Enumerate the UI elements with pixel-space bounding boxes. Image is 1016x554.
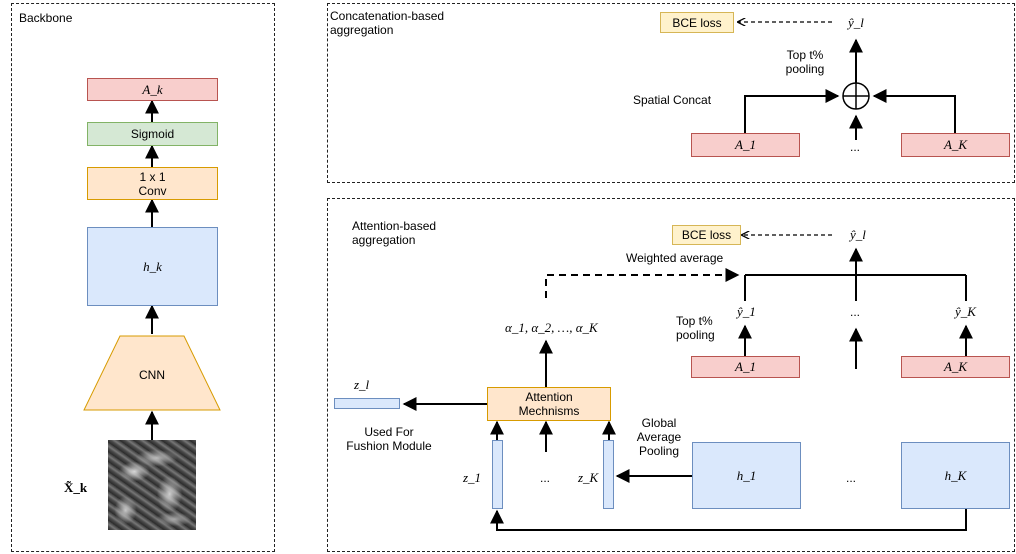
- concat-a1-box: A_1: [691, 133, 800, 157]
- zk-bar: [603, 440, 614, 509]
- attn-a1-label: A_1: [735, 359, 756, 374]
- used-for-fusion-label: Used For Fushion Module: [346, 425, 432, 453]
- arrow-ak-to-concat: [872, 89, 956, 133]
- cnn-trapezoid: [83, 335, 221, 411]
- arrow-a1-to-concat: [744, 89, 840, 133]
- h1-box: h_1: [692, 442, 801, 509]
- attn-ak-box: A_K: [901, 356, 1010, 378]
- y1-hat: ŷ_1: [737, 304, 756, 319]
- conv-label: 1 x 1 Conv: [138, 169, 167, 198]
- zl-bar: [334, 398, 400, 409]
- concat-bce-box: BCE loss: [660, 12, 734, 33]
- concat-plus-icon: [842, 82, 870, 110]
- gap-label: Global Average Pooling: [636, 416, 682, 458]
- alphas-label: α_1, α_2, …, α_K: [505, 320, 598, 335]
- z1-bar: [492, 440, 503, 509]
- hk-label-attn: h_K: [944, 467, 967, 483]
- weighted-average-label: Weighted average: [626, 251, 724, 265]
- spatial-concat-label: Spatial Concat: [633, 93, 712, 107]
- zl-label: z_l: [354, 377, 370, 392]
- concat-bce-label: BCE loss: [672, 15, 722, 30]
- attention-mechanisms-box: Attention Mechnisms: [487, 387, 611, 421]
- hk-box: h_k: [87, 227, 218, 306]
- concat-panel: [327, 3, 1015, 183]
- concat-a1-label: A_1: [735, 137, 756, 152]
- attn-bce-label: BCE loss: [681, 228, 732, 242]
- hk-box-attn: h_K: [901, 442, 1010, 509]
- sigmoid-label: Sigmoid: [130, 127, 175, 141]
- concat-dots: ...: [850, 140, 861, 154]
- z-dots: ...: [540, 471, 551, 485]
- zk-label: z_K: [578, 470, 599, 485]
- h1-label: h_1: [736, 467, 757, 483]
- concat-title: Concatenation-based aggregation: [330, 9, 445, 37]
- concat-ak-label: A_K: [943, 137, 968, 152]
- attn-bce-box: BCE loss: [672, 225, 741, 245]
- attn-a1-box: A_1: [691, 356, 800, 378]
- concat-ak-box: A_K: [901, 133, 1010, 157]
- backbone-title: Backbone: [19, 11, 73, 25]
- mammogram-image: [108, 440, 196, 530]
- z1-label: z_1: [463, 470, 482, 485]
- attn-y-hat: ŷ_l: [850, 227, 866, 242]
- sigmoid-box: Sigmoid: [87, 122, 218, 146]
- conv-box: 1 x 1 Conv: [87, 167, 218, 200]
- yk-hat: ŷ_K: [955, 304, 976, 319]
- backbone-panel: [11, 3, 275, 552]
- attn-ak-label: A_K: [943, 359, 968, 374]
- hk-label: h_k: [143, 258, 162, 274]
- dashed-alpha-to-weighted: [545, 268, 740, 298]
- attention-mechanisms-label: Attention Mechnisms: [518, 390, 580, 418]
- arrow-hk-loop-to-z1: [490, 509, 967, 531]
- attn-mid-dots: ...: [850, 305, 861, 319]
- concat-y-hat: ŷ_l: [848, 15, 864, 30]
- cnn-label: CNN: [139, 368, 165, 382]
- concat-top-pool: Top t% pooling: [785, 48, 825, 76]
- ak-label: A_k: [142, 81, 163, 97]
- h-dots: ...: [846, 471, 857, 485]
- attn-top-pool: Top t% pooling: [676, 314, 715, 342]
- attention-panel: [327, 198, 1015, 552]
- attention-title: Attention-based aggregation: [352, 219, 437, 247]
- ak-box: A_k: [87, 78, 218, 101]
- x-tilde-label: X̃_k: [64, 480, 88, 495]
